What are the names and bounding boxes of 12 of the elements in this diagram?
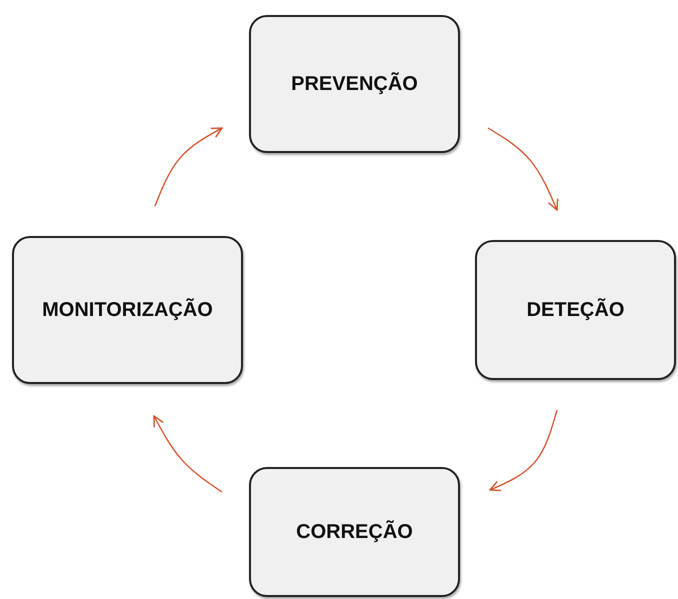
curved-arrow (488, 127, 558, 211)
process-box (249, 15, 460, 153)
process-box (12, 236, 243, 384)
process-box (249, 467, 460, 597)
box-label: PREVENÇÃO (291, 72, 418, 96)
box-label: CORREÇÃO (296, 520, 413, 544)
box-label: MONITORIZAÇÃO (42, 298, 213, 322)
curved-arrow (154, 127, 223, 206)
box-label: DETEÇÃO (526, 298, 624, 322)
process-box (475, 240, 676, 380)
curved-arrow (489, 410, 558, 492)
curved-arrow (153, 415, 222, 493)
